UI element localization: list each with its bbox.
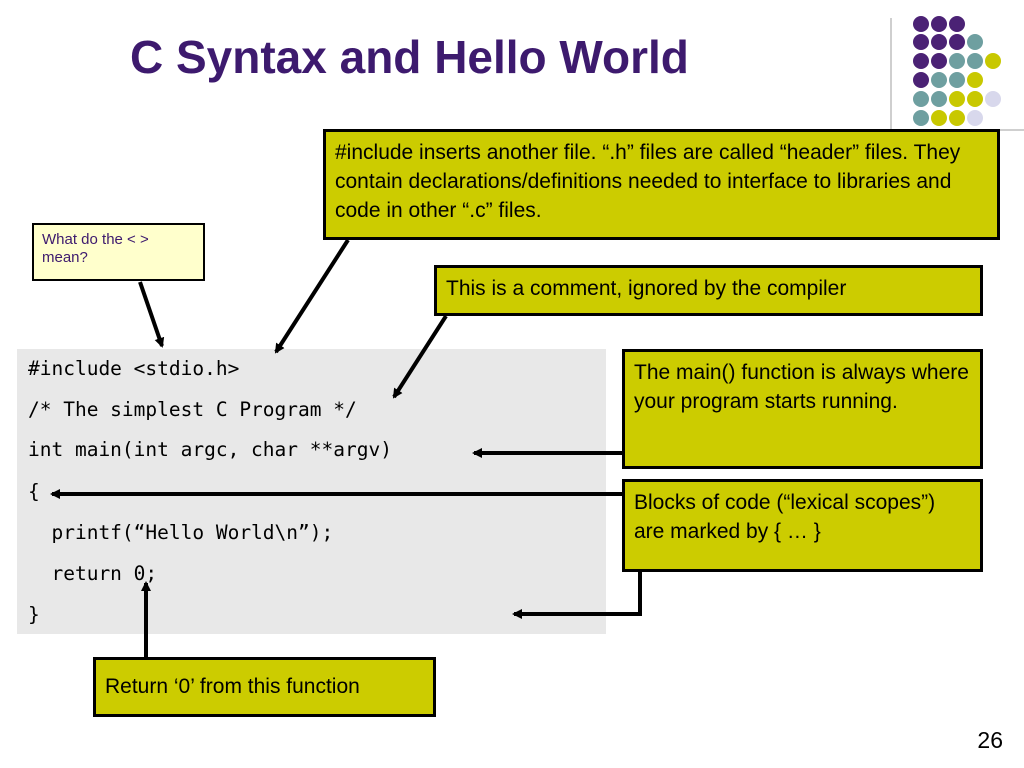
- callout-return: Return ‘0’ from this function: [93, 657, 436, 717]
- callout-main: The main() function is always where your…: [622, 349, 983, 469]
- code-line-close-brace: }: [28, 603, 40, 626]
- note-angle-brackets: What do the < > mean?: [32, 223, 205, 281]
- decorative-dot: [967, 34, 983, 50]
- decorative-dot: [949, 72, 965, 88]
- code-line-printf: printf(“Hello World\n”);: [28, 521, 334, 544]
- decorative-dot: [949, 34, 965, 50]
- decorative-divider-vertical: [890, 18, 892, 130]
- decorative-dot: [967, 110, 983, 126]
- decorative-dot: [913, 53, 929, 69]
- decorative-dot: [967, 53, 983, 69]
- code-line-return: return 0;: [28, 562, 158, 585]
- callout-blocks: Blocks of code (“lexical scopes”) are ma…: [622, 479, 983, 572]
- page-number: 26: [977, 727, 1003, 753]
- decorative-dot: [931, 110, 947, 126]
- decorative-dot: [967, 72, 983, 88]
- decorative-dot: [931, 72, 947, 88]
- code-line-open-brace: {: [28, 480, 40, 503]
- code-line-main-signature: int main(int argc, char **argv): [28, 438, 392, 461]
- code-line-comment: /* The simplest C Program */: [28, 398, 357, 421]
- decorative-dot: [949, 110, 965, 126]
- code-block: [17, 349, 606, 634]
- decorative-dot: [949, 91, 965, 107]
- decorative-dot: [931, 91, 947, 107]
- decorative-dot: [913, 16, 929, 32]
- arrow-angle-note: [138, 281, 165, 348]
- code-line-include: #include <stdio.h>: [28, 357, 240, 380]
- decorative-dot: [985, 91, 1001, 107]
- decorative-dot: [985, 53, 1001, 69]
- decorative-dot: [913, 110, 929, 126]
- arrow-close-brace: [512, 572, 642, 619]
- decorative-dot: [913, 91, 929, 107]
- decorative-dot: [949, 16, 965, 32]
- decorative-dot: [931, 34, 947, 50]
- slide-title: C Syntax and Hello World: [130, 31, 689, 83]
- decorative-dot: [931, 16, 947, 32]
- arrow-comment: [392, 314, 448, 399]
- decorative-dot: [913, 72, 929, 88]
- arrow-include: [274, 238, 350, 354]
- decorative-dot: [949, 53, 965, 69]
- decorative-dot: [931, 53, 947, 69]
- decorative-dot: [913, 34, 929, 50]
- decorative-dot: [967, 91, 983, 107]
- callout-include: #include inserts another file. “.h” file…: [323, 129, 1000, 240]
- callout-comment: This is a comment, ignored by the compil…: [434, 265, 983, 316]
